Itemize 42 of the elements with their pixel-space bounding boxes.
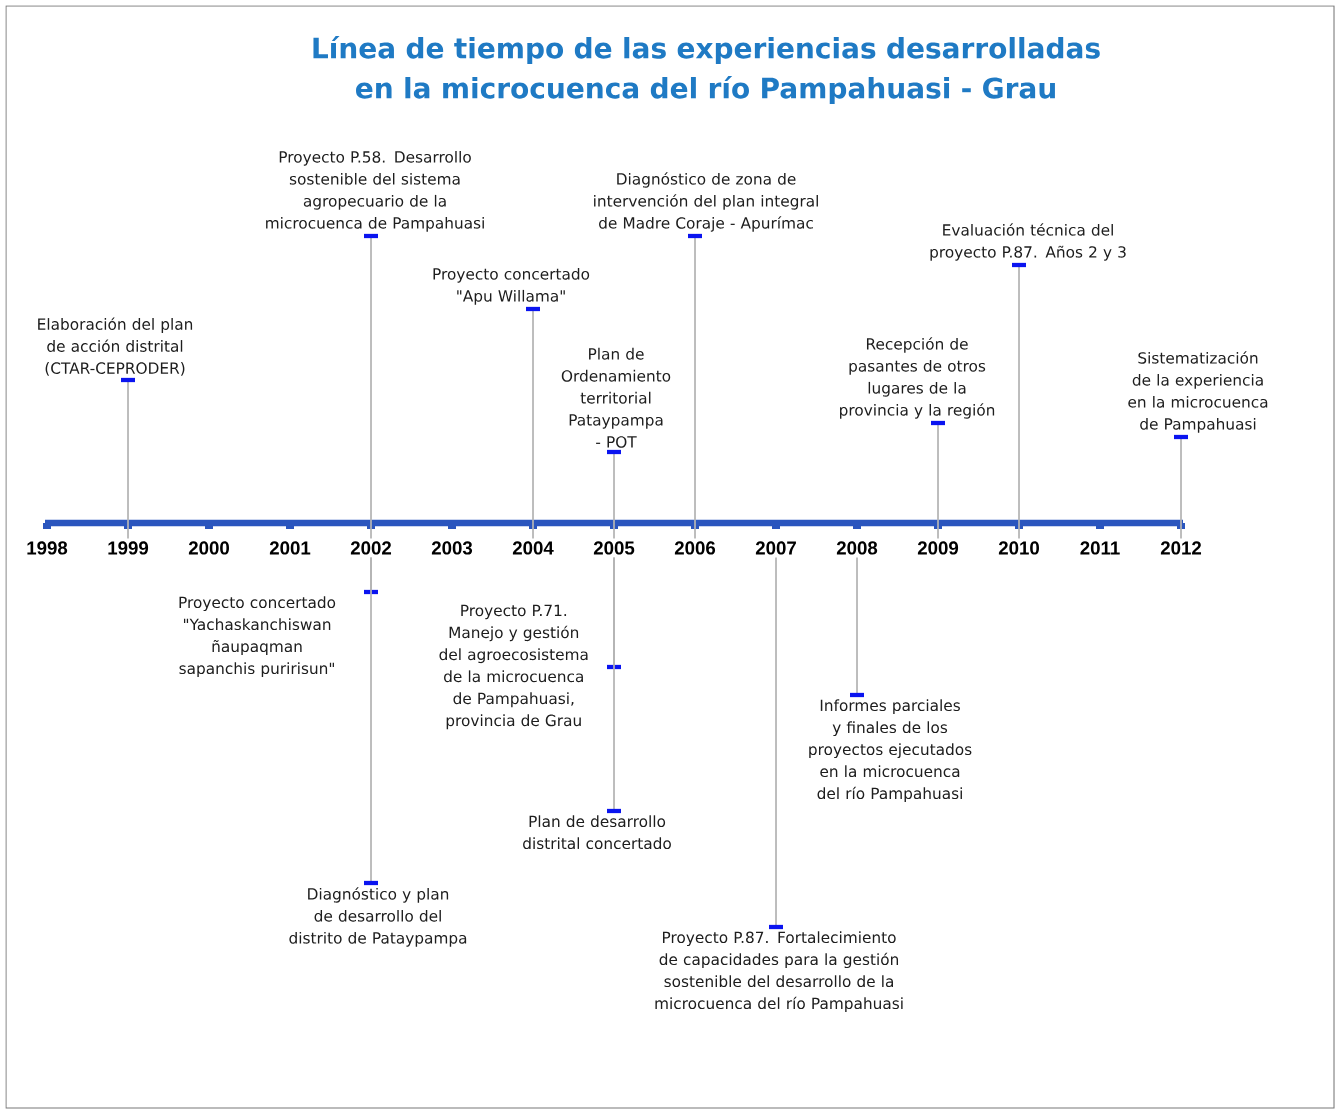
event-text: Proyecto concertado "Yachaskanchiswan ñaupaqman sapanchis puririsun": [179, 596, 336, 678]
year-label: 2001: [269, 541, 311, 555]
leader-line: [1180, 436, 1182, 540]
event-text: Plan de desarrollo distrital concertado: [523, 815, 671, 850]
leader-line: [775, 556, 777, 928]
event-text: Diagnóstico de zona de intervención del plan integral de Madre Coraje - Apurímac: [594, 172, 818, 232]
title: Línea de tiempo de las experiencias desarrolladas en la microcuenca del río Pampahuasi - Grau: [313, 35, 1100, 105]
event-text: Evaluación técnica del proyecto P.87. Años 2 y 3: [930, 223, 1126, 261]
leader-line: [370, 235, 372, 540]
year-label: 2002: [350, 541, 391, 555]
event-text: Proyecto P.58. Desarrollo sostenible del sistema agropecuario de la microcuenca de Pampahuasi: [266, 150, 484, 232]
year-label: 2010: [998, 541, 1039, 555]
year-label: 1999: [108, 541, 149, 555]
leader-line: [532, 308, 534, 540]
leader-line: [694, 235, 696, 540]
year-label: 2003: [431, 541, 473, 555]
event-text: Sistematización de la experiencia en la microcuenca de Pampahuasi: [1128, 351, 1268, 433]
year-label: 2012: [1160, 541, 1201, 555]
leader-line: [937, 422, 939, 540]
event-text: Proyecto P.71. Manejo y gestión del agroecosistema de la microcuenca de Pampahuasi, provincia de Grau: [439, 604, 588, 730]
event-text: Proyecto concertado "Apu Willama": [433, 267, 590, 305]
year-label: 2011: [1080, 541, 1120, 555]
year-label: 2005: [593, 541, 635, 555]
year-label: 2000: [188, 541, 229, 555]
leader-line: [1018, 264, 1020, 540]
leader-line: [856, 556, 858, 696]
year-label: 2004: [512, 541, 554, 555]
year-label: 2008: [836, 541, 878, 555]
leader-line: [370, 556, 372, 884]
year-label: 2007: [755, 541, 796, 555]
event-text: Proyecto P.87. Fortalecimiento de capacidades para la gestión sostenible del desarrollo de la microcuenca del río Pampahuasi: [655, 931, 903, 1013]
leader-line: [613, 556, 615, 812]
event-text: Informes parciales y finales de los proyectos ejecutados en la microcuenca del río Pampahuasi: [809, 699, 972, 803]
leader-line: [127, 379, 129, 540]
year-label: 1998: [27, 541, 68, 555]
leader-line: [613, 451, 615, 540]
event-text: Elaboración del plan de acción distrital (CTAR-CEPRODER): [38, 317, 193, 376]
year-label: 2009: [917, 541, 959, 555]
year-label: 2006: [674, 541, 716, 555]
event-text: Diagnóstico y plan de desarrollo del distrito de Pataypampa: [289, 887, 467, 947]
event-text: Recepción de pasantes de otros lugares de la provincia y la región: [840, 337, 995, 419]
event-text: Plan de Ordenamiento territorial Pataypampa - POT: [561, 347, 671, 448]
